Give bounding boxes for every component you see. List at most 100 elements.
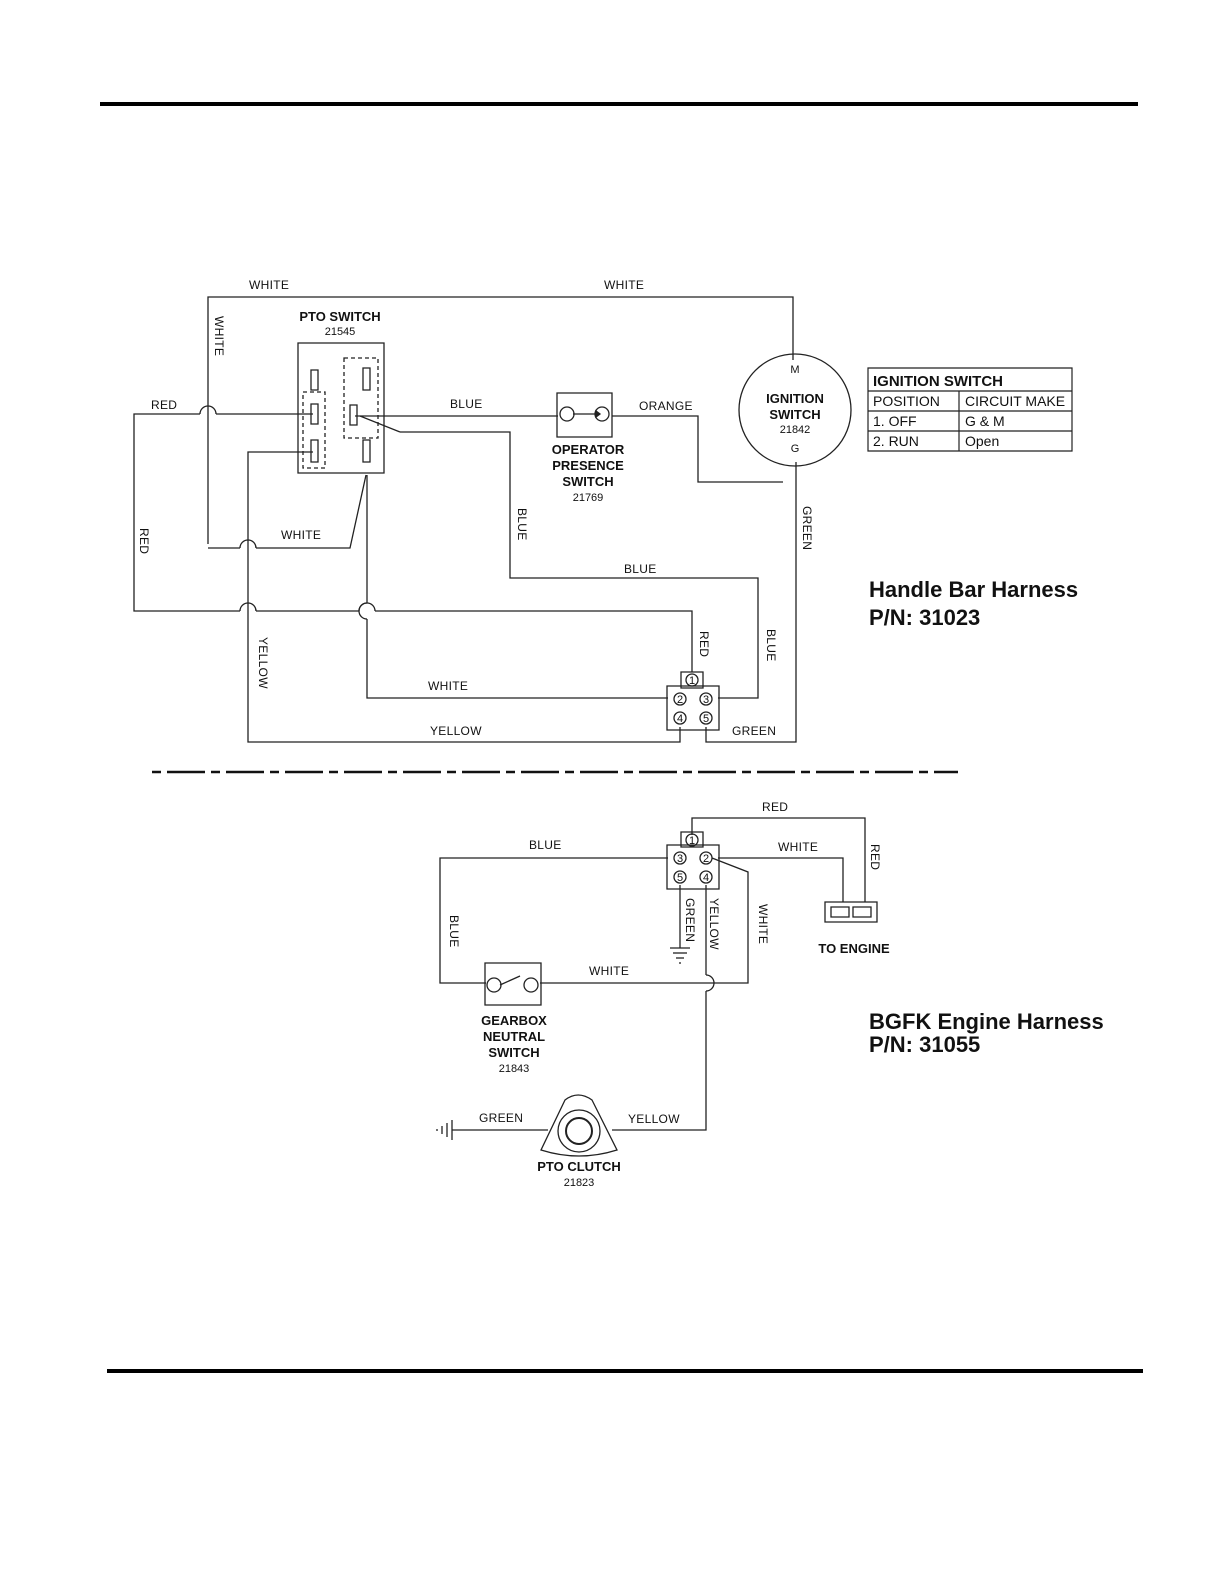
hb-pin-4-label: 4 [677, 713, 683, 725]
engine-harness [437, 818, 877, 1156]
pto-terminal-3 [311, 440, 318, 462]
wire-blue-down [400, 432, 758, 698]
gearbox-label-2: NEUTRAL [483, 1029, 545, 1044]
ignition-switch-body [739, 354, 851, 466]
wire-yellow [248, 452, 680, 742]
lbl-green-vertical: GREEN [800, 506, 814, 550]
eng-lbl-white-bottom: WHITE [589, 964, 629, 978]
eng-pin-1 [686, 834, 698, 846]
eng-pin-3-label: 3 [677, 853, 683, 865]
eng-connector-body [667, 845, 719, 889]
ignition-table-header-1: CIRCUIT MAKE [965, 393, 1065, 409]
eng-lbl-blue-vertical: BLUE [447, 915, 461, 948]
gearbox-pn: 21843 [499, 1063, 530, 1075]
eng-wire-yellow-2 [612, 991, 706, 1130]
eng-lbl-white-vertical: WHITE [756, 904, 770, 944]
hb-pin-1 [686, 674, 698, 686]
handlebar-pn: P/N: 31023 [869, 605, 980, 630]
eng-wire-white [540, 858, 748, 983]
operator-label-2: PRESENCE [552, 458, 624, 473]
hb-pin-5-label: 5 [703, 713, 709, 725]
wire-red-end [375, 611, 692, 672]
eng-lbl-yellow-clutch: YELLOW [628, 1112, 680, 1126]
wire-red-hop [200, 406, 216, 414]
pto-clutch-ring [558, 1110, 600, 1152]
lbl-green-bottom: GREEN [732, 724, 776, 738]
gearbox-switch-body [485, 963, 541, 1005]
ignition-table-r1c1: Open [965, 433, 999, 449]
eng-lbl-blue-top: BLUE [529, 838, 562, 852]
ignition-table [868, 368, 1072, 451]
hb-pin-5 [700, 712, 712, 724]
eng-pin-2 [700, 852, 712, 864]
pto-terminal-4 [363, 368, 370, 390]
lbl-red-left: RED [151, 398, 177, 412]
ignition-table-r0c1: G & M [965, 413, 1005, 429]
hb-pin-2-label: 2 [677, 694, 683, 706]
eng-pin-1-label: 1 [689, 835, 695, 847]
engine-pn: P/N: 31055 [869, 1032, 980, 1057]
pto-switch-label: PTO SWITCH [299, 309, 380, 324]
to-engine-plug [825, 902, 877, 922]
hb-pin-4 [674, 712, 686, 724]
eng-lbl-red-vertical: RED [868, 844, 882, 870]
ignition-table-r1c0: 2. RUN [873, 433, 919, 449]
operator-label-3: SWITCH [562, 474, 613, 489]
ignition-pn: 21842 [780, 424, 811, 436]
ignition-table-header-0: POSITION [873, 393, 940, 409]
eng-lbl-green-clutch: GREEN [479, 1111, 523, 1125]
operator-switch-body [557, 393, 612, 437]
eng-wire-white-top [718, 858, 843, 902]
eng-pin-4-label: 4 [703, 872, 709, 884]
pto-terminal-6 [363, 440, 370, 462]
pto-clutch-body [541, 1095, 617, 1156]
eng-pin-5 [674, 871, 686, 883]
pto-switch-pn: 21545 [325, 326, 356, 338]
lbl-white-bottom: WHITE [428, 679, 468, 693]
ignition-label-2: SWITCH [769, 407, 820, 422]
eng-wire-blue [440, 858, 668, 983]
hb-pin-1-label: 1 [689, 675, 695, 687]
eng-pin-5-label: 5 [677, 872, 683, 884]
lbl-blue-mid: BLUE [624, 562, 657, 576]
lbl-white-top-left: WHITE [249, 278, 289, 292]
pto-switch-body [298, 343, 384, 473]
pto-dash-left [303, 392, 325, 468]
ignition-label-1: IGNITION [766, 391, 824, 406]
eng-lbl-yellow-vertical: YELLOW [707, 898, 721, 950]
handlebar-harness [134, 297, 851, 742]
gearbox-contact-l [487, 978, 501, 992]
hb-pin-3 [700, 693, 712, 705]
lbl-orange: ORANGE [639, 399, 693, 413]
gearbox-label-1: GEARBOX [481, 1013, 547, 1028]
wire-white-conn-2 [367, 619, 668, 698]
gearbox-arm [500, 976, 520, 985]
lbl-white-vertical: WHITE [212, 316, 226, 356]
lbl-white-top-right: WHITE [604, 278, 644, 292]
wire-red-loop [134, 414, 240, 611]
lbl-red-vertical: RED [137, 528, 151, 554]
hb-connector-tab [681, 672, 703, 688]
hb-pin-3-label: 3 [703, 694, 709, 706]
gearbox-contact-r [524, 978, 538, 992]
pto-terminal-1 [311, 370, 318, 390]
eng-lbl-green-vertical: GREEN [683, 898, 697, 942]
ignition-term-g: G [791, 443, 800, 455]
operator-switch-arrow [596, 411, 600, 417]
lbl-blue-conn: BLUE [764, 629, 778, 662]
pto-clutch-hub [566, 1118, 592, 1144]
gearbox-label-3: SWITCH [488, 1045, 539, 1060]
hb-connector-body [667, 686, 719, 730]
lbl-blue-vertical: BLUE [515, 508, 529, 541]
eng-wire-red [692, 818, 865, 902]
wire-orange [612, 416, 783, 482]
pto-clutch-pn: 21823 [564, 1177, 595, 1189]
wire-blue-diag [360, 416, 400, 432]
lbl-red-conn: RED [697, 631, 711, 657]
operator-pn: 21769 [573, 492, 604, 504]
pto-dash-right [344, 358, 378, 438]
eng-connector-tab [681, 832, 703, 847]
hb-pin-2 [674, 693, 686, 705]
lbl-yellow-vertical: YELLOW [256, 637, 270, 689]
